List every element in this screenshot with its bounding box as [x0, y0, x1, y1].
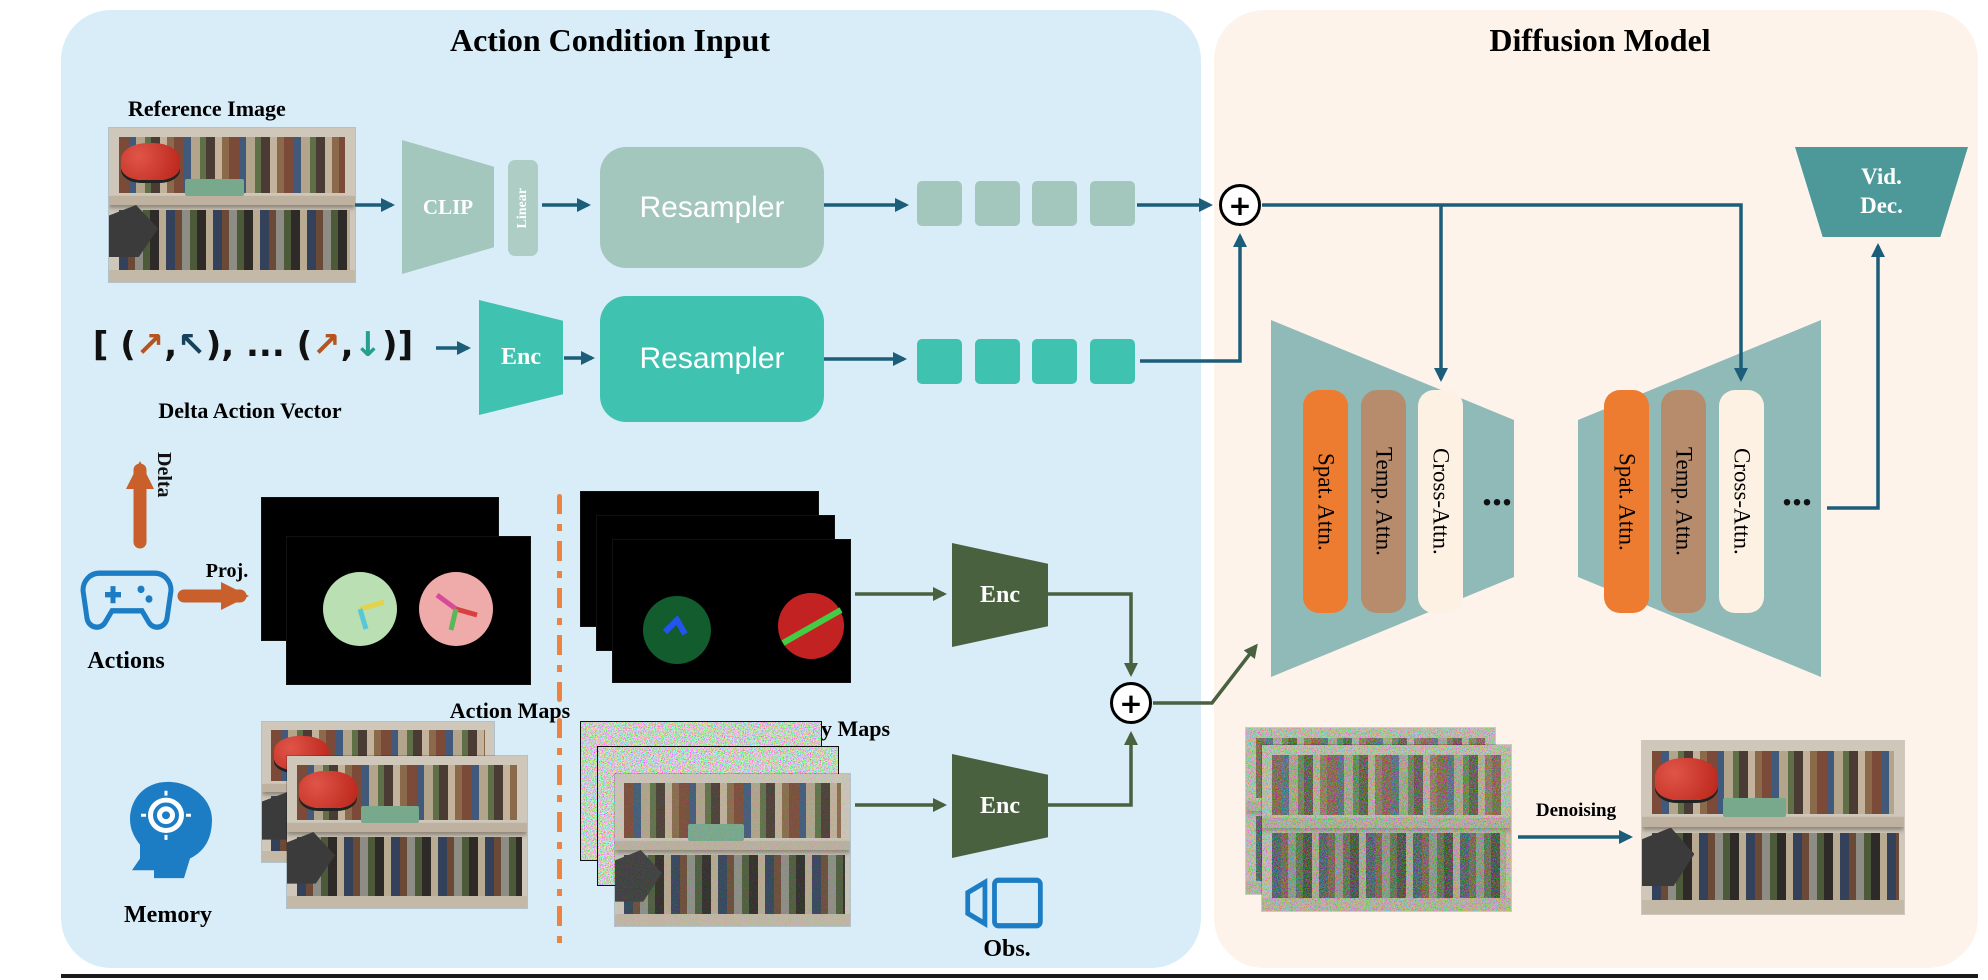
vector-mid: ), ... ( — [205, 325, 313, 365]
delta-action-vector-label: Delta Action Vector — [158, 398, 342, 423]
action-maps-label: Action Maps — [449, 698, 571, 723]
dashed-divider — [557, 718, 562, 950]
green-book — [361, 806, 419, 823]
observation-photo-front — [615, 774, 850, 926]
bookshelf-books — [118, 209, 351, 270]
vid-dec-line1: Vid. — [1861, 164, 1902, 190]
denoised-output-photo — [1642, 741, 1904, 914]
image-token — [975, 181, 1020, 226]
memory-head-icon — [118, 776, 218, 884]
obs-label: Obs. — [983, 936, 1031, 962]
action-map-frame-front — [287, 537, 530, 684]
ellipsis-2: ... — [1782, 469, 1812, 514]
reference-image-photo — [109, 128, 355, 282]
gamepad-icon — [77, 556, 177, 642]
vid-dec-line2: Dec. — [1860, 193, 1903, 218]
shelf-board — [1642, 817, 1904, 828]
video-decoder: Vid. Dec. — [1795, 147, 1968, 237]
delta-arrow-label: Delta — [153, 452, 175, 498]
temporal-attention-1: Temp. Attn. — [1361, 390, 1406, 613]
vector-close: )] — [382, 325, 414, 365]
resampler-bottom: Resampler — [600, 296, 824, 422]
image-token — [1090, 181, 1135, 226]
sum-node-bottom: + — [1110, 682, 1152, 724]
vector-comma: , — [340, 325, 354, 365]
shelf-board — [287, 822, 527, 832]
shelf-board — [109, 195, 355, 205]
shelf-board — [109, 269, 355, 282]
temporal-attention-2: Temp. Attn. — [1661, 390, 1706, 613]
right-panel-title: Diffusion Model — [1489, 22, 1711, 58]
toy-car — [121, 143, 181, 181]
cross-attention-2: Cross-Attn. — [1719, 390, 1764, 613]
delta-arrow-up-right-icon: ↗ — [135, 325, 165, 365]
action-token — [917, 339, 962, 384]
vector-open: [ ( — [92, 325, 136, 365]
figure-bottom-rule — [61, 974, 1978, 978]
spatial-attention-2: Spat. Attn. — [1604, 390, 1649, 613]
vector-comma: , — [164, 325, 178, 365]
actions-label: Actions — [87, 648, 165, 674]
cross-attention-1: Cross-Attn. — [1418, 390, 1463, 613]
action-token — [975, 339, 1020, 384]
image-token — [1032, 181, 1077, 226]
image-token — [917, 181, 962, 226]
left-panel-title: Action Condition Input — [449, 22, 771, 58]
camera-icon — [962, 872, 1048, 934]
green-book — [1723, 798, 1787, 818]
linear-label: Linear — [515, 187, 530, 229]
resampler-top: Resampler — [600, 147, 824, 268]
spatial-attention-1: Spat. Attn. — [1303, 390, 1348, 613]
sum-node-top: + — [1219, 184, 1261, 226]
toy-car — [299, 771, 357, 808]
shelf-board — [287, 895, 527, 908]
linear-layer: Linear — [508, 160, 538, 256]
reference-image-label: Reference Image — [128, 96, 286, 121]
delta-action-vector: [ (↗,↖), ... (↗,↓)] — [70, 325, 436, 365]
shelf-board — [1642, 900, 1904, 914]
dashed-divider — [557, 494, 562, 702]
delta-arrow-up-right-icon: ↗ — [312, 325, 341, 365]
ellipsis-1: ... — [1482, 469, 1512, 514]
bookshelf-books — [1652, 832, 1899, 901]
action-token — [1090, 339, 1135, 384]
bookshelf-books — [296, 836, 523, 896]
memory-label: Memory — [124, 902, 212, 928]
delta-arrow-up-left-icon: ↖ — [177, 325, 206, 365]
memory-photo-front — [287, 756, 527, 908]
delta-arrow-down-icon: ↓ — [353, 325, 383, 365]
green-book — [185, 178, 245, 196]
action-encoder: Enc — [479, 300, 563, 415]
noisy-latent-front — [1262, 745, 1511, 911]
toy-car — [1655, 758, 1718, 800]
action-token — [1032, 339, 1077, 384]
denoising-label: Denoising — [1535, 800, 1617, 821]
ray-map-frame-front — [613, 540, 850, 682]
proj-label: Proj. — [205, 560, 249, 582]
